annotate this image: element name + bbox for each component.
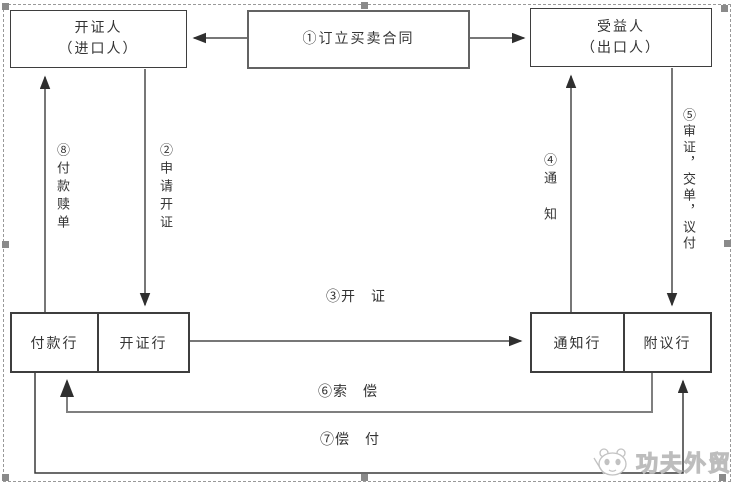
box-contract: ①订立买卖合同: [247, 10, 470, 69]
selection-handle-top-right[interactable]: [721, 5, 728, 12]
arrow-step6-claim: [60, 373, 653, 413]
label-step4-advise: ④通 知: [542, 153, 557, 225]
selection-handle-middle-left[interactable]: [2, 241, 9, 248]
arrow-step7-reimburse: [34, 373, 689, 474]
label-step2-apply-for-credit: ②申请开证: [158, 143, 173, 233]
cell-paying-bank: 付款行: [12, 314, 99, 371]
cell-negotiating-bank: 附议行: [625, 314, 710, 371]
box-banks-right: 通知行 附议行: [530, 312, 712, 373]
selection-handle-top-middle[interactable]: [361, 2, 368, 9]
beneficiary-role: （出口人）: [581, 40, 661, 56]
issuing-bank-label: 开证行: [119, 336, 168, 352]
cell-issuing-bank: 开证行: [99, 314, 188, 371]
negotiating-bank-label: 附议行: [643, 336, 692, 352]
label-step7-reimburse: ⑦偿 付: [320, 433, 380, 448]
box-banks-left: 付款行 开证行: [10, 312, 190, 373]
applicant-role: （进口人）: [58, 42, 139, 57]
box-beneficiary: 受益人 （出口人）: [530, 8, 712, 67]
cell-advising-bank: 通知行: [532, 314, 625, 371]
paying-bank-label: 付款行: [30, 336, 79, 352]
beneficiary-name: 受益人: [597, 19, 645, 35]
label-step8-pay-redeem-docs: ⑧付款赎单: [55, 143, 70, 233]
label-step6-claim: ⑥索 偿: [318, 385, 378, 400]
contract-label: ①订立买卖合同: [302, 32, 415, 47]
selection-handle-bottom-right[interactable]: [719, 474, 726, 481]
applicant-name: 开证人: [74, 21, 123, 36]
advising-bank-label: 通知行: [553, 336, 602, 352]
box-applicant: 开证人 （进口人）: [10, 10, 187, 68]
selection-handle-middle-right[interactable]: [724, 240, 731, 247]
selection-handle-top-left[interactable]: [2, 3, 9, 10]
label-step5-examine-present-negotiate: ⑤审证，交单，议付: [681, 108, 696, 252]
selection-handle-bottom-middle[interactable]: [361, 474, 368, 481]
selection-handle-bottom-left[interactable]: [2, 474, 9, 481]
label-step3-issue-credit: ③开 证: [326, 290, 386, 305]
